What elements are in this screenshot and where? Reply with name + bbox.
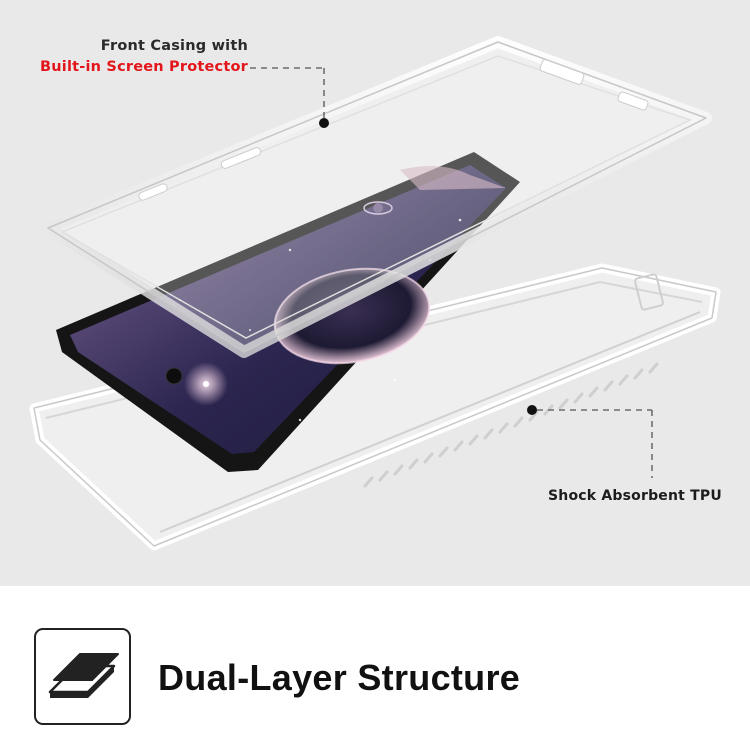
phone-device: [56, 152, 520, 472]
back-tpu-case: [29, 263, 721, 551]
front-casing-callout: Front Casing with Built-in Screen Protec…: [20, 36, 248, 78]
product-scene: Front Casing with Built-in Screen Protec…: [0, 0, 750, 586]
tpu-callout: Shock Absorbent TPU: [548, 488, 722, 504]
front-casing: [42, 36, 712, 358]
layers-icon: [34, 628, 131, 725]
front-casing-leader: [250, 67, 329, 128]
footer-title: Dual-Layer Structure: [158, 657, 521, 698]
front-casing-label: Front Casing with: [100, 38, 248, 54]
case-exploded-illustration: [29, 36, 721, 551]
tpu-leader: [527, 405, 653, 478]
screen-protector-label: Built-in Screen Protector: [40, 59, 248, 75]
